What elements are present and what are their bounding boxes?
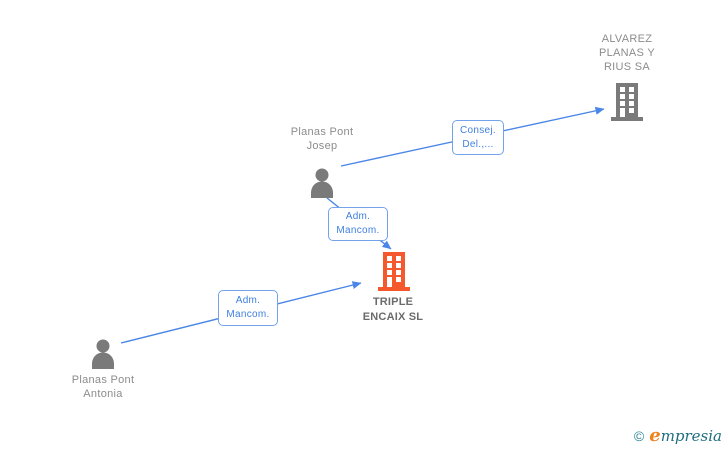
edge-label-line: Mancom. <box>226 309 270 320</box>
edge-label-adm-mancom-antonia[interactable]: Adm. Mancom. <box>218 290 278 326</box>
node-label[interactable]: TRIPLE ENCAIX SL <box>362 296 424 323</box>
brand-initial: e <box>649 425 661 446</box>
edge-label-consej-del[interactable]: Consej. Del.,... <box>452 120 504 155</box>
node-label[interactable]: ALVAREZ PLANAS Y RIUS SA <box>598 33 655 73</box>
edge-label-line: Del.,... <box>462 138 494 150</box>
edge-label-line: Mancom. <box>336 225 380 236</box>
person-icon[interactable] <box>306 166 338 198</box>
copyright-symbol: © <box>633 428 645 444</box>
node-label[interactable]: Planas Pont Antonia <box>71 374 135 400</box>
edge-label-line: Adm. <box>345 211 371 222</box>
building-icon[interactable] <box>377 250 411 292</box>
brand-name: mpresia <box>660 427 722 445</box>
edge-label-adm-mancom-josep[interactable]: Adm. Mancom. <box>328 207 388 241</box>
node-label[interactable]: Planas Pont Josep <box>290 126 354 152</box>
person-icon[interactable] <box>87 337 119 369</box>
edge-label-line: Adm. <box>235 295 261 306</box>
empresia-logo[interactable]: © empresia <box>634 425 722 446</box>
building-icon[interactable] <box>609 82 645 122</box>
edge-label-line: Consej. <box>459 124 496 136</box>
